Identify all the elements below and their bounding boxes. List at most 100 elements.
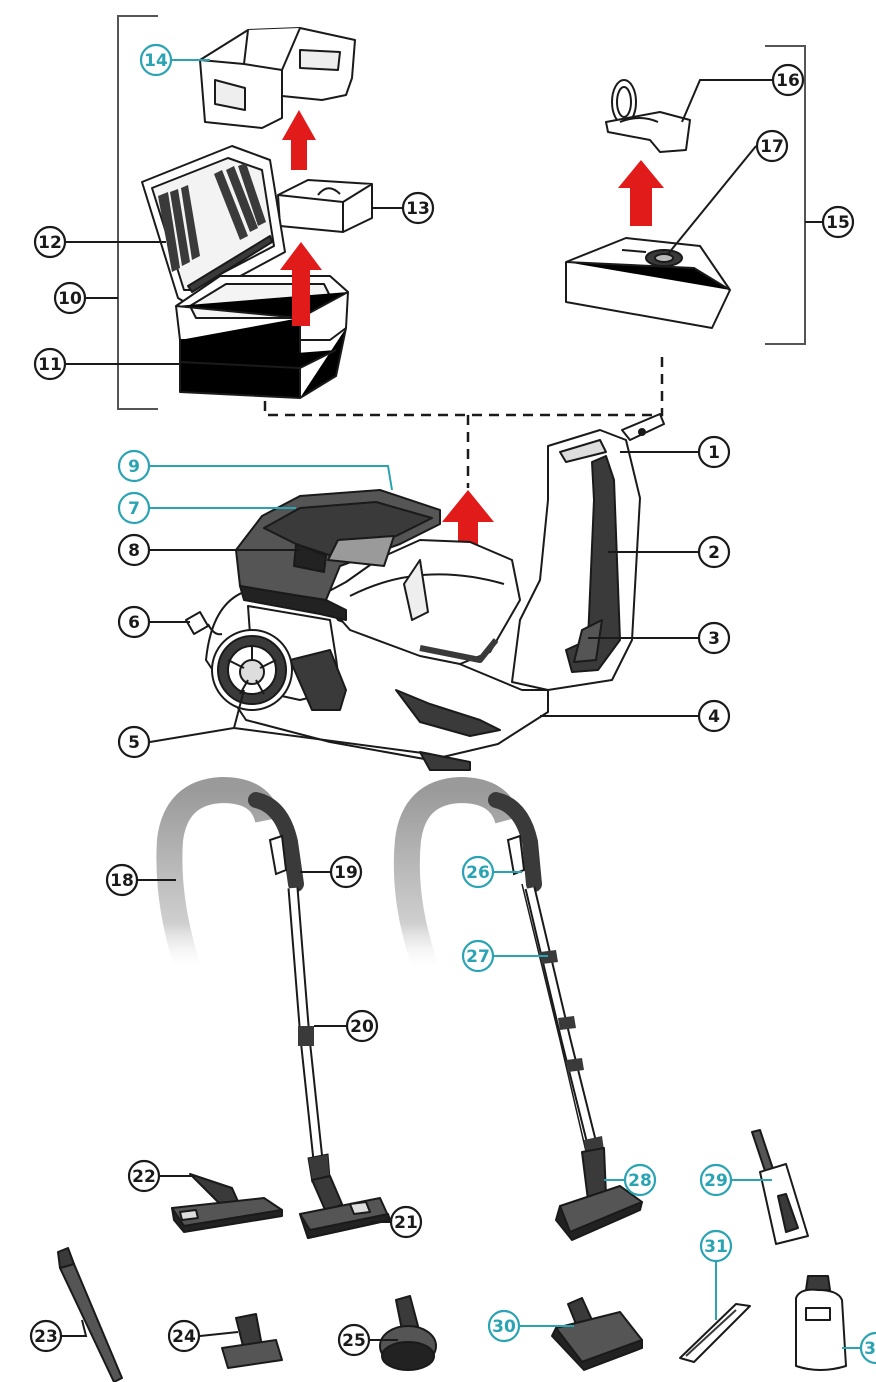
callout-circle	[29, 1319, 63, 1353]
callout-27: 27	[461, 939, 495, 973]
callout-14: 14	[139, 43, 173, 77]
leader-lines	[62, 79, 822, 1341]
callout-number: 1	[708, 443, 720, 463]
window-nozzle-29	[751, 1129, 809, 1245]
callout-12: 12	[33, 225, 67, 259]
callout-circle	[697, 621, 731, 655]
callout-22: 22	[127, 1159, 161, 1193]
callout-number: 6	[128, 613, 140, 633]
callout-15: 15	[821, 205, 855, 239]
callout-number: 24	[172, 1327, 196, 1347]
crevice-nozzle-23	[57, 1247, 123, 1382]
callout-6: 6	[117, 605, 151, 639]
callout-number: 20	[350, 1017, 374, 1037]
callout-number: 30	[492, 1317, 516, 1337]
callout-26: 26	[461, 855, 495, 889]
callout-28: 28	[623, 1163, 657, 1197]
callout-8: 8	[117, 533, 151, 567]
hose-assembly-electric	[393, 776, 604, 1162]
callout-circle	[821, 205, 855, 239]
callout-5: 5	[117, 725, 151, 759]
callout-number: 21	[394, 1213, 418, 1233]
callout-circle	[117, 605, 151, 639]
dashed-connector	[263, 350, 664, 488]
callout-number: 14	[144, 51, 168, 71]
dusting-brush-25	[379, 1295, 437, 1371]
callout-25: 25	[337, 1323, 371, 1357]
callout-18: 18	[105, 863, 139, 897]
callout-circle	[117, 449, 151, 483]
callout-number: 15	[826, 213, 850, 233]
callout-number: 32	[864, 1339, 876, 1359]
parquet-nozzle-22	[171, 1173, 283, 1233]
callout-32: 32	[859, 1331, 876, 1365]
callout-number: 13	[406, 199, 430, 219]
callout-number: 3	[708, 629, 720, 649]
turbo-brush-30	[551, 1297, 643, 1371]
callout-circle	[117, 725, 151, 759]
callout-circle	[859, 1331, 876, 1365]
callout-circle	[127, 1159, 161, 1193]
callout-number: 8	[128, 541, 140, 561]
callout-2: 2	[697, 535, 731, 569]
callout-circle	[487, 1309, 521, 1343]
callout-31: 31	[699, 1229, 733, 1263]
callout-circle	[329, 855, 363, 889]
callout-circle	[139, 43, 173, 77]
callout-17: 17	[755, 129, 789, 163]
callout-number: 9	[128, 457, 140, 477]
callout-number: 19	[334, 863, 358, 883]
callout-circle	[401, 191, 435, 225]
callout-4: 4	[697, 699, 731, 733]
callout-circle	[167, 1319, 201, 1353]
callout-circle	[697, 435, 731, 469]
callout-19: 19	[329, 855, 363, 889]
callout-circle	[697, 535, 731, 569]
foam-insert-illustration	[199, 27, 356, 129]
callout-number: 31	[704, 1237, 728, 1257]
callout-10: 10	[53, 281, 87, 315]
callout-3: 3	[697, 621, 731, 655]
bracket-lid-group	[765, 45, 806, 345]
vacuum-body-illustration	[185, 413, 665, 771]
callout-number: 25	[342, 1331, 366, 1351]
callout-circle	[345, 1009, 379, 1043]
callout-number: 7	[128, 499, 140, 519]
callout-1: 1	[697, 435, 731, 469]
callout-number: 29	[704, 1171, 728, 1191]
callout-30: 30	[487, 1309, 521, 1343]
callout-circle	[33, 347, 67, 381]
callout-number: 22	[132, 1167, 156, 1187]
callout-number: 23	[34, 1327, 58, 1347]
bracket-filter-group	[117, 15, 158, 410]
callout-circle	[461, 855, 495, 889]
callout-11: 11	[33, 347, 67, 381]
callout-circle	[117, 491, 151, 525]
callout-circle	[117, 533, 151, 567]
floor-nozzle-21	[299, 1175, 391, 1239]
leader-lines-accent	[150, 59, 860, 1349]
tank-lid-illustration	[565, 79, 731, 329]
callout-circle	[699, 1163, 733, 1197]
callout-number: 16	[776, 71, 800, 91]
callout-number: 28	[628, 1171, 652, 1191]
callout-number: 2	[708, 543, 720, 563]
callout-circle	[461, 939, 495, 973]
callout-circle	[623, 1163, 657, 1197]
callout-20: 20	[345, 1009, 379, 1043]
defoamer-bottle-32	[795, 1275, 847, 1371]
callout-16: 16	[771, 63, 805, 97]
callout-number: 18	[110, 871, 134, 891]
callout-circle	[337, 1323, 371, 1357]
callout-number: 26	[466, 863, 490, 883]
upholstery-nozzle-24	[221, 1313, 283, 1369]
callout-29: 29	[699, 1163, 733, 1197]
callout-number: 5	[128, 733, 140, 753]
callout-circle	[33, 225, 67, 259]
callout-circle	[697, 699, 731, 733]
callout-circle	[771, 63, 805, 97]
callout-number: 10	[58, 289, 82, 309]
callout-number: 11	[38, 355, 62, 375]
